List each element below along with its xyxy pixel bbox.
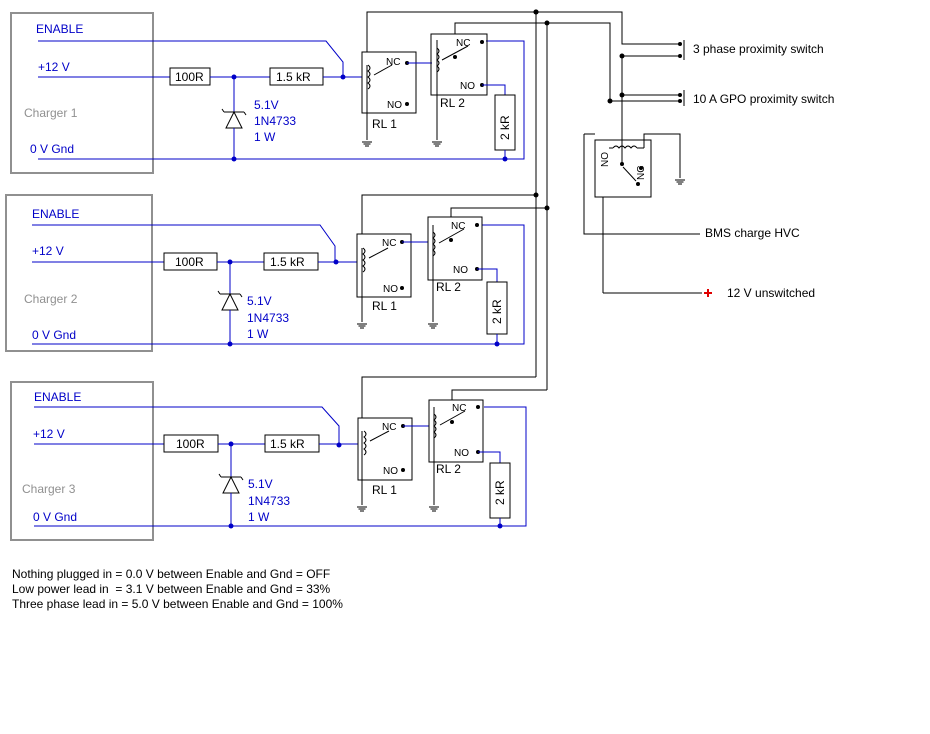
relay2-label: RL 2 [436,462,461,476]
relay2-no: NO [460,81,475,92]
zener-part: 1N4733 [247,311,289,325]
note-line: Nothing plugged in = 0.0 V between Enabl… [12,567,331,581]
zener-power: 1 W [254,130,276,144]
charger-name: Charger 3 [22,482,76,496]
resistor-1k5-label: 1.5 kR [270,437,305,451]
relay2-no: NO [453,265,468,276]
relay1-nc: NC [382,422,396,433]
resistor-1k5-label: 1.5 kR [276,70,311,84]
note-line: Low power lead in = 3.1 V between Enable… [12,582,331,596]
charger-name: Charger 2 [24,292,78,306]
relay1-label: RL 1 [372,483,397,497]
zener-power: 1 W [247,327,269,341]
relay2-label: RL 2 [436,280,461,294]
zener-part: 1N4733 [248,494,290,508]
zener-voltage: 5.1V [254,98,279,112]
relay1-no: NO [383,284,398,295]
note-line: Three phase lead in = 5.0 V between Enab… [12,597,343,611]
master-relay [583,133,712,297]
bus-wiring [533,9,685,390]
charger-block-1 [10,11,547,174]
relay1-nc: NC [382,238,396,249]
notes-block: Nothing plugged in = 0.0 V between Enabl… [12,567,343,612]
master-relay-no: NO [600,152,611,167]
relay2-label: RL 2 [440,96,465,110]
bms-output-label: BMS charge HVC [705,226,800,240]
zener-diode [225,110,243,129]
relay2-nc: NC [452,403,466,414]
relay1-nc: NC [386,57,400,68]
zener-voltage: 5.1V [247,294,272,308]
resistor-2k-label: 2 kR [498,115,512,140]
supply-label: +12 V [32,244,64,258]
resistor-1k5-label: 1.5 kR [270,255,305,269]
relay-2 [430,33,488,96]
relay1-no: NO [387,100,402,111]
relay2-nc: NC [456,38,470,49]
relay2-no: NO [454,448,469,459]
master-relay-nc: NC [636,166,647,180]
gnd-label: 0 V Gnd [33,510,77,524]
charger-box [10,12,154,174]
enable-label: ENABLE [32,207,79,221]
relay1-no: NO [383,466,398,477]
resistor-2k-label: 2 kR [490,299,504,324]
supply-label: +12 V [33,427,65,441]
gnd-label: 0 V Gnd [32,328,76,342]
three-phase-switch-label: 3 phase proximity switch [693,42,824,56]
enable-wire [38,40,344,76]
charger-block-2 [5,194,547,352]
gnd-wire [38,40,525,160]
relay2-nc: NC [451,221,465,232]
relay-1 [361,51,417,114]
zener-part: 1N4733 [254,114,296,128]
charger-block-3 [10,376,547,541]
resistor-100r-label: 100R [175,255,204,269]
relay1-label: RL 1 [372,117,397,131]
enable-label: ENABLE [36,22,83,36]
gpo-switch-label: 10 A GPO proximity switch [693,92,834,106]
zener-power: 1 W [248,510,270,524]
unswitched-output-label: 12 V unswitched [727,286,815,300]
gnd-label: 0 V Gnd [30,142,74,156]
resistor-2k-label: 2 kR [493,480,507,505]
zener-voltage: 5.1V [248,477,273,491]
supply-label: +12 V [38,60,70,74]
charger-name: Charger 1 [24,106,78,120]
resistor-100r-label: 100R [176,437,205,451]
enable-label: ENABLE [34,390,81,404]
relay1-label: RL 1 [372,299,397,313]
resistor-100r-label: 100R [175,70,204,84]
